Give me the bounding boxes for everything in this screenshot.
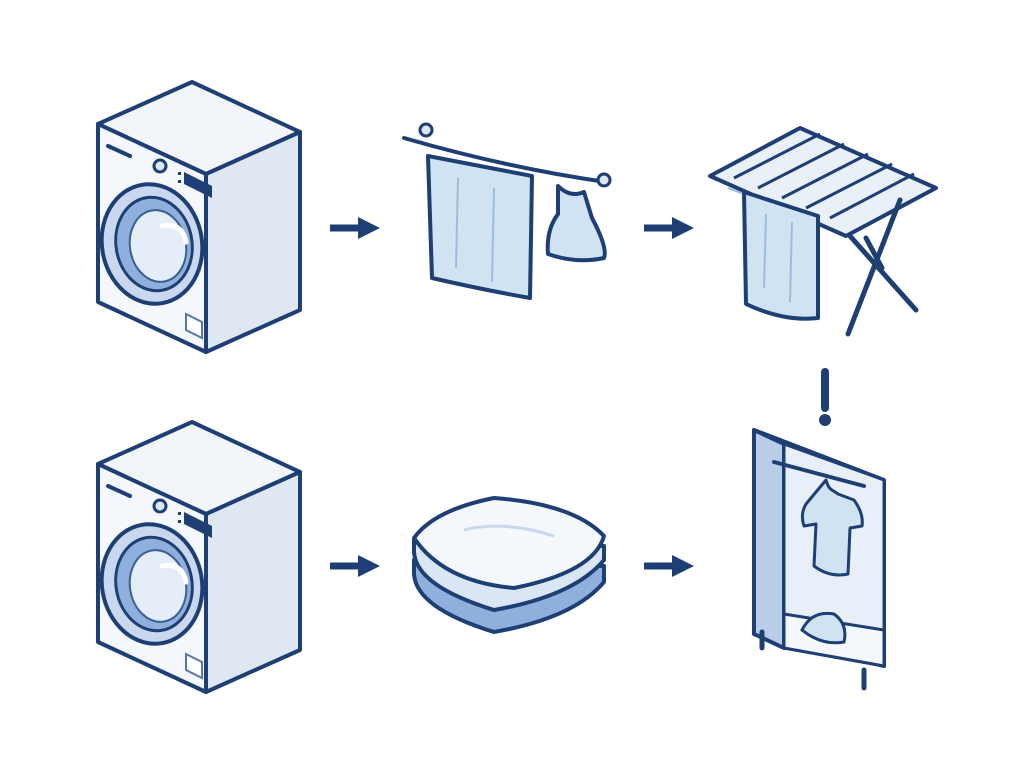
- washing-machine-icon: [90, 76, 310, 360]
- clothesline-icon: [398, 118, 618, 308]
- flow-arrow: [640, 552, 696, 584]
- washing-machine-icon: [90, 416, 310, 700]
- flow-arrow: [640, 214, 696, 246]
- flow-arrow-down: [810, 368, 840, 434]
- flow-arrow: [326, 214, 382, 246]
- flow-arrow: [326, 552, 382, 584]
- wardrobe-icon: [744, 424, 894, 700]
- drying-rack-icon: [700, 118, 950, 368]
- folded-laundry-icon: [404, 490, 614, 640]
